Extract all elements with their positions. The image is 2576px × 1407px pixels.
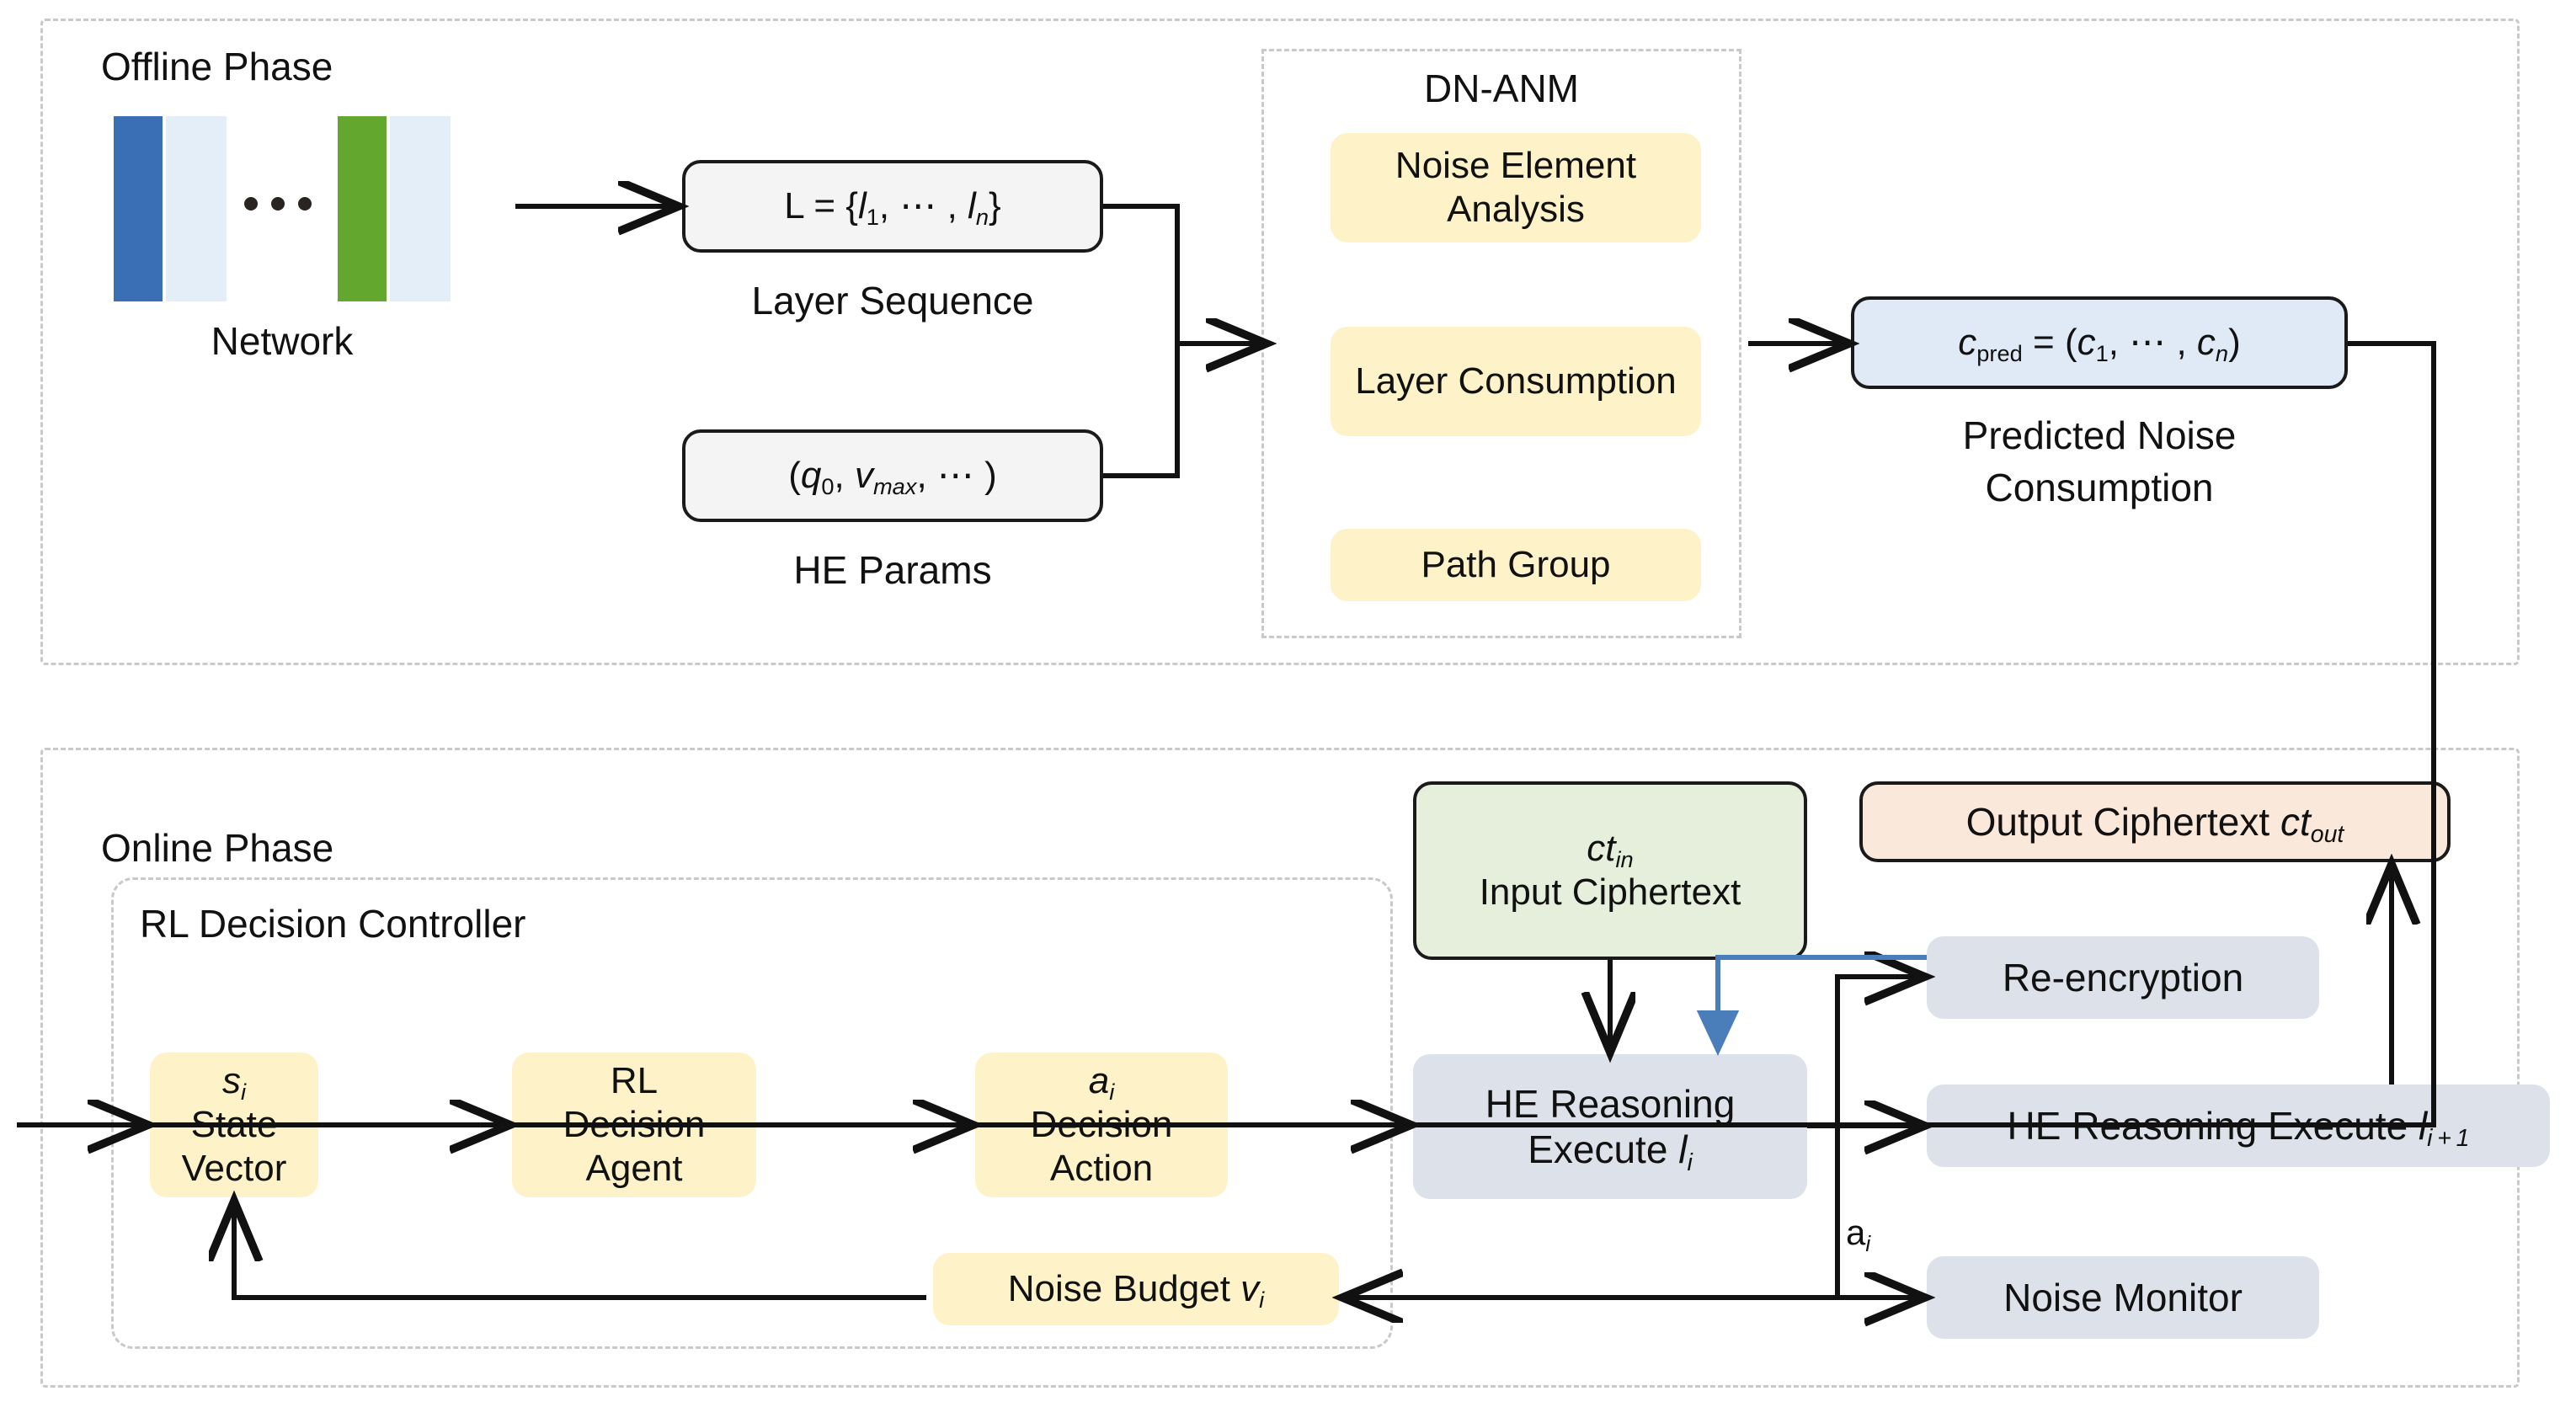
he-reasoning-execute-i-line2: Execute li (1528, 1127, 1693, 1176)
input-ciphertext-box[interactable]: ctin Input Ciphertext (1413, 781, 1807, 960)
noise-budget-label: Noise Budget vi (1007, 1268, 1265, 1314)
network-bar-4 (390, 116, 451, 301)
predicted-noise-caption-line1: Predicted Noise (1962, 413, 2237, 457)
network-illustration (114, 116, 484, 301)
state-vector-symbol: si (221, 1060, 247, 1106)
edge-label-a-i: ai (1846, 1212, 1871, 1256)
re-encryption-box[interactable]: Re-encryption (1927, 936, 2319, 1019)
decision-action-label: Decision Action (1030, 1104, 1173, 1189)
layer-sequence-caption: Layer Sequence (751, 279, 1034, 322)
predicted-noise-consumption-box[interactable]: cpred = (c1, ⋯ , cn) (1851, 296, 2348, 389)
noise-monitor-label: Noise Monitor (2003, 1275, 2243, 1319)
layer-sequence-formula: L = {l1, ⋯ , ln} (784, 185, 1001, 231)
network-bar-1 (114, 116, 163, 301)
state-vector-box[interactable]: si State Vector (150, 1053, 318, 1197)
decision-action-symbol: ai (1088, 1060, 1115, 1106)
dn-anm-item-noise-element-analysis[interactable]: Noise Element Analysis (1331, 133, 1701, 242)
rl-decision-controller-title: RL Decision Controller (140, 902, 526, 946)
rl-decision-agent-line1: RL (610, 1060, 659, 1102)
input-ciphertext-symbol: ctin (1587, 828, 1634, 873)
predicted-noise-caption-line2: Consumption (1985, 466, 2214, 509)
he-reasoning-execute-i-line1: HE Reasoning (1485, 1081, 1736, 1126)
he-params-caption: HE Params (793, 548, 992, 592)
dn-anm-item-label: Noise Element Analysis (1395, 145, 1637, 230)
dn-anm-title: DN-ANM (1424, 67, 1579, 110)
input-ciphertext-label: Input Ciphertext (1479, 871, 1741, 913)
rl-decision-agent-box[interactable]: RL Decision Agent (512, 1053, 756, 1197)
dn-anm-item-label: Path Group (1421, 544, 1611, 586)
dn-anm-item-path-group[interactable]: Path Group (1331, 529, 1701, 601)
predicted-noise-formula: cpred = (c1, ⋯ , cn) (1958, 322, 2241, 367)
online-phase-title: Online Phase (101, 826, 334, 870)
he-reasoning-execute-i-plus-1-box[interactable]: HE Reasoning Execute li + 1 (1927, 1085, 2550, 1167)
network-caption: Network (211, 319, 354, 363)
noise-budget-box[interactable]: Noise Budget vi (933, 1253, 1339, 1325)
layer-sequence-box[interactable]: L = {l1, ⋯ , ln} (682, 160, 1103, 253)
he-reasoning-execute-i-box[interactable]: HE Reasoning Execute li (1413, 1054, 1807, 1199)
he-reasoning-execute-i-plus-1-label: HE Reasoning Execute li + 1 (2007, 1103, 2470, 1153)
dn-anm-item-layer-consumption[interactable]: Layer Consumption (1331, 327, 1701, 436)
output-ciphertext-box[interactable]: Output Ciphertext ctout (1859, 781, 2451, 862)
state-vector-label: State Vector (181, 1104, 287, 1189)
offline-phase-title: Offline Phase (101, 45, 333, 88)
dn-anm-item-label: Layer Consumption (1355, 360, 1677, 402)
network-ellipsis-icon (244, 197, 312, 211)
network-bar-2 (166, 116, 227, 301)
rl-decision-agent-line2: Decision Agent (563, 1104, 706, 1189)
he-params-box[interactable]: (q0, vmax, ⋯ ) (682, 429, 1103, 522)
noise-monitor-box[interactable]: Noise Monitor (1927, 1256, 2319, 1339)
he-params-formula: (q0, vmax, ⋯ ) (788, 455, 997, 500)
re-encryption-label: Re-encryption (2002, 955, 2244, 999)
output-ciphertext-label: Output Ciphertext ctout (1965, 799, 2344, 849)
network-bar-3 (338, 116, 387, 301)
decision-action-box[interactable]: ai Decision Action (975, 1053, 1228, 1197)
